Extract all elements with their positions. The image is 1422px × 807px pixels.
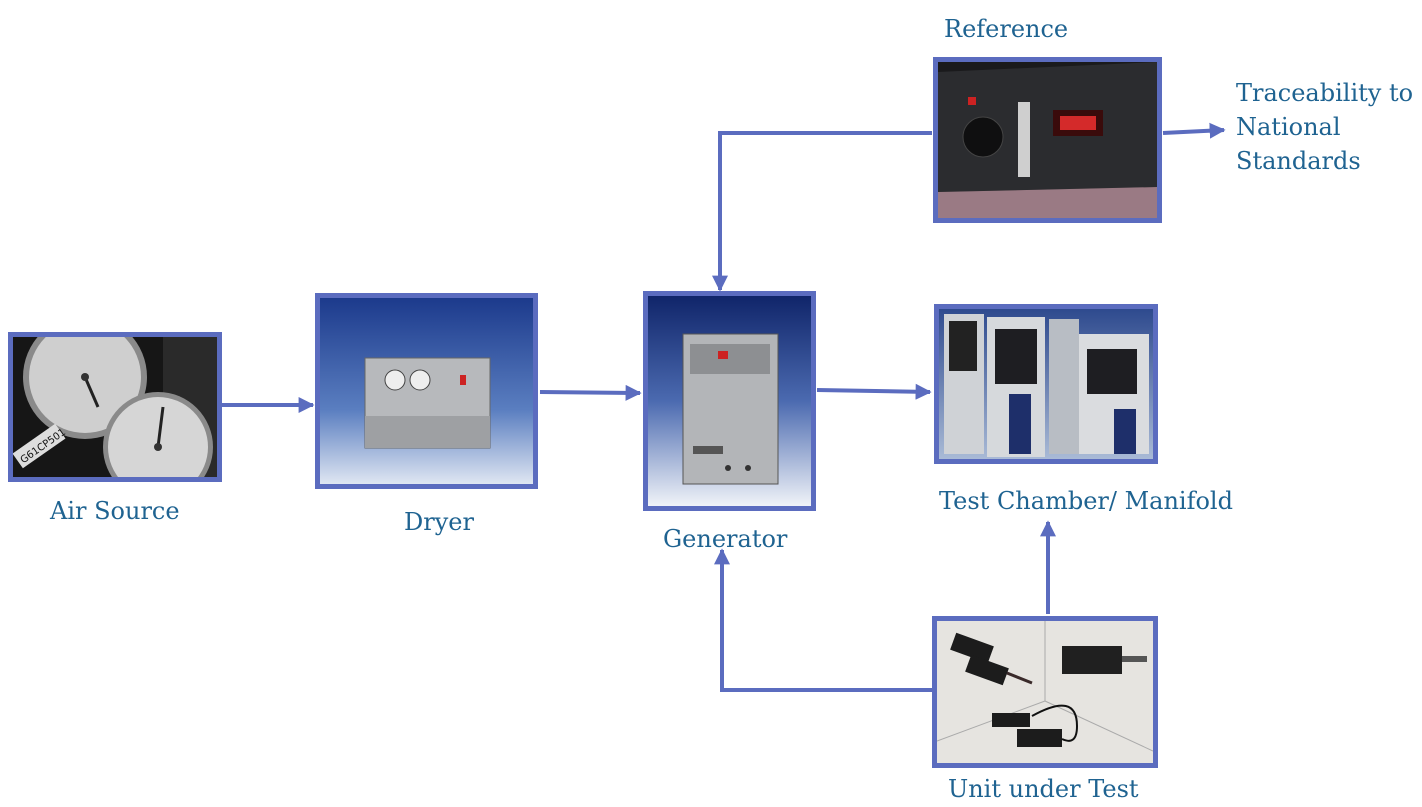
reference-label: Reference [944,15,1069,43]
generator-image [643,291,816,511]
arrow-generator-to-chamber [816,383,932,400]
arrow-dryer-to-generator [539,384,642,401]
arrow-reference-to-generator [712,131,932,292]
traceability-label: Traceability to National Standards [1236,76,1413,178]
air-source-image: G61CP501 [8,332,222,482]
unit-under-test-label: Unit under Test [948,775,1139,803]
arrow-unit-to-generator [714,548,932,692]
dryer-image [315,293,538,489]
traceability-line-2: National [1236,113,1341,141]
test-chamber-image [934,304,1158,464]
reference-image [933,57,1162,223]
traceability-line-1: Traceability to [1236,79,1414,107]
unit-under-test-image [932,616,1158,768]
air-source-label: Air Source [50,497,180,525]
dryer-label: Dryer [404,508,474,536]
traceability-line-3: Standards [1236,147,1361,175]
test-chamber-label: Test Chamber/ Manifold [939,487,1233,515]
arrow-reference-to-traceability [1162,122,1226,139]
generator-label: Generator [663,525,788,553]
